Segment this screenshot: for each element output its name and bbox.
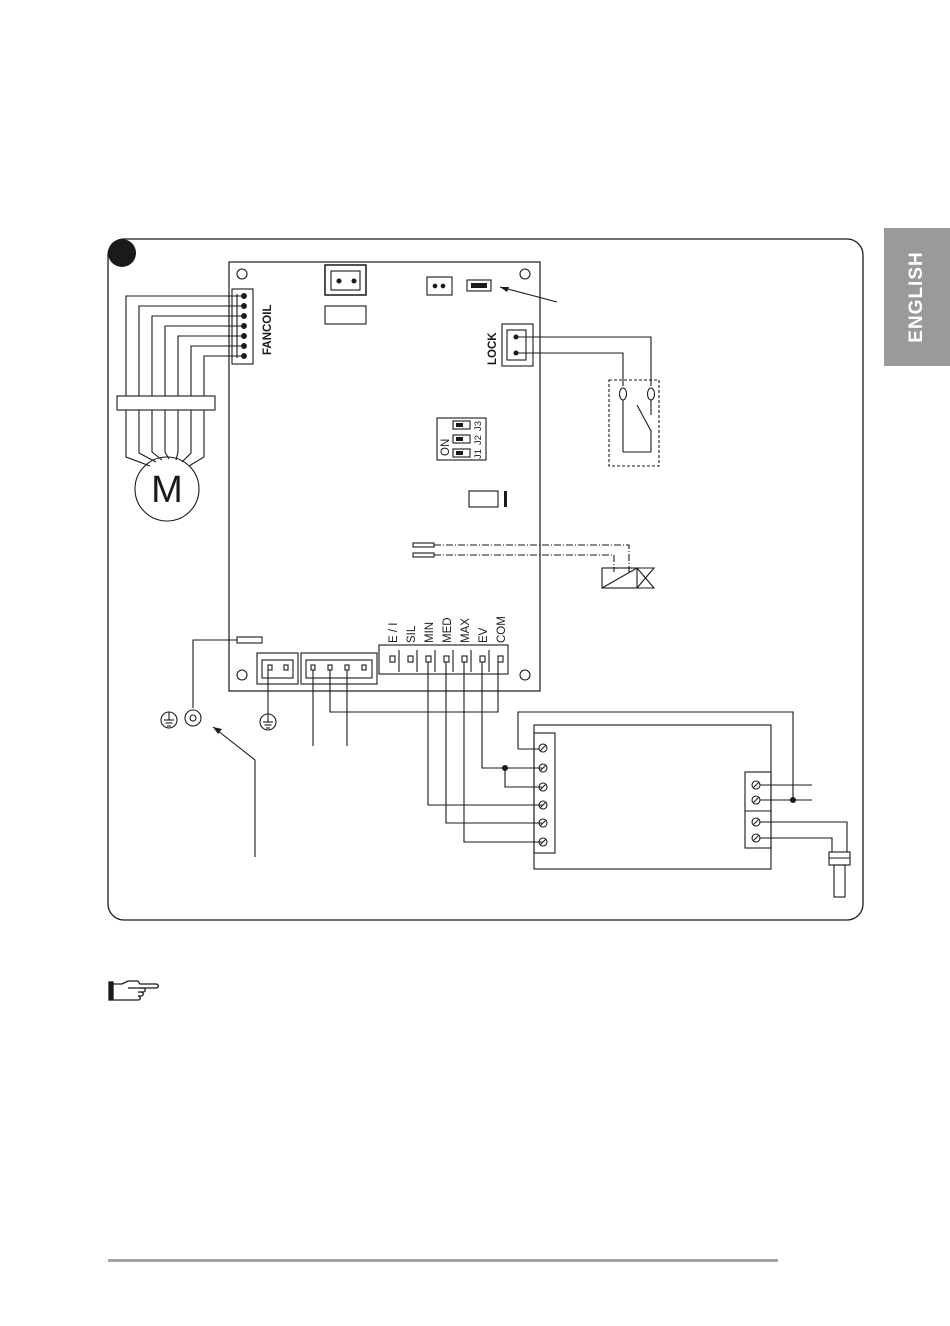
dip-on-label: ON bbox=[440, 439, 452, 456]
dip-switch-label: J2 bbox=[473, 435, 484, 445]
terminal-label-med: MED bbox=[442, 617, 454, 643]
pointing-hand-icon bbox=[108, 979, 160, 1005]
terminal-label-com: COM bbox=[496, 616, 508, 643]
fancoil-label: FANCOIL bbox=[262, 305, 274, 355]
terminal-label-max: MAX bbox=[460, 618, 472, 643]
dip-switch-label: J1 bbox=[473, 449, 484, 459]
lock-label: LOCK bbox=[487, 332, 499, 365]
dip-switch-label: J3 bbox=[473, 421, 484, 431]
terminal-label-ev: EV bbox=[478, 627, 490, 643]
terminal-label-ei: E / I bbox=[388, 623, 400, 643]
footer-rule bbox=[108, 1259, 778, 1262]
terminal-label-min: MIN bbox=[424, 622, 436, 643]
motor-label: M bbox=[151, 469, 183, 511]
terminal-label-sil: SIL bbox=[406, 625, 418, 643]
